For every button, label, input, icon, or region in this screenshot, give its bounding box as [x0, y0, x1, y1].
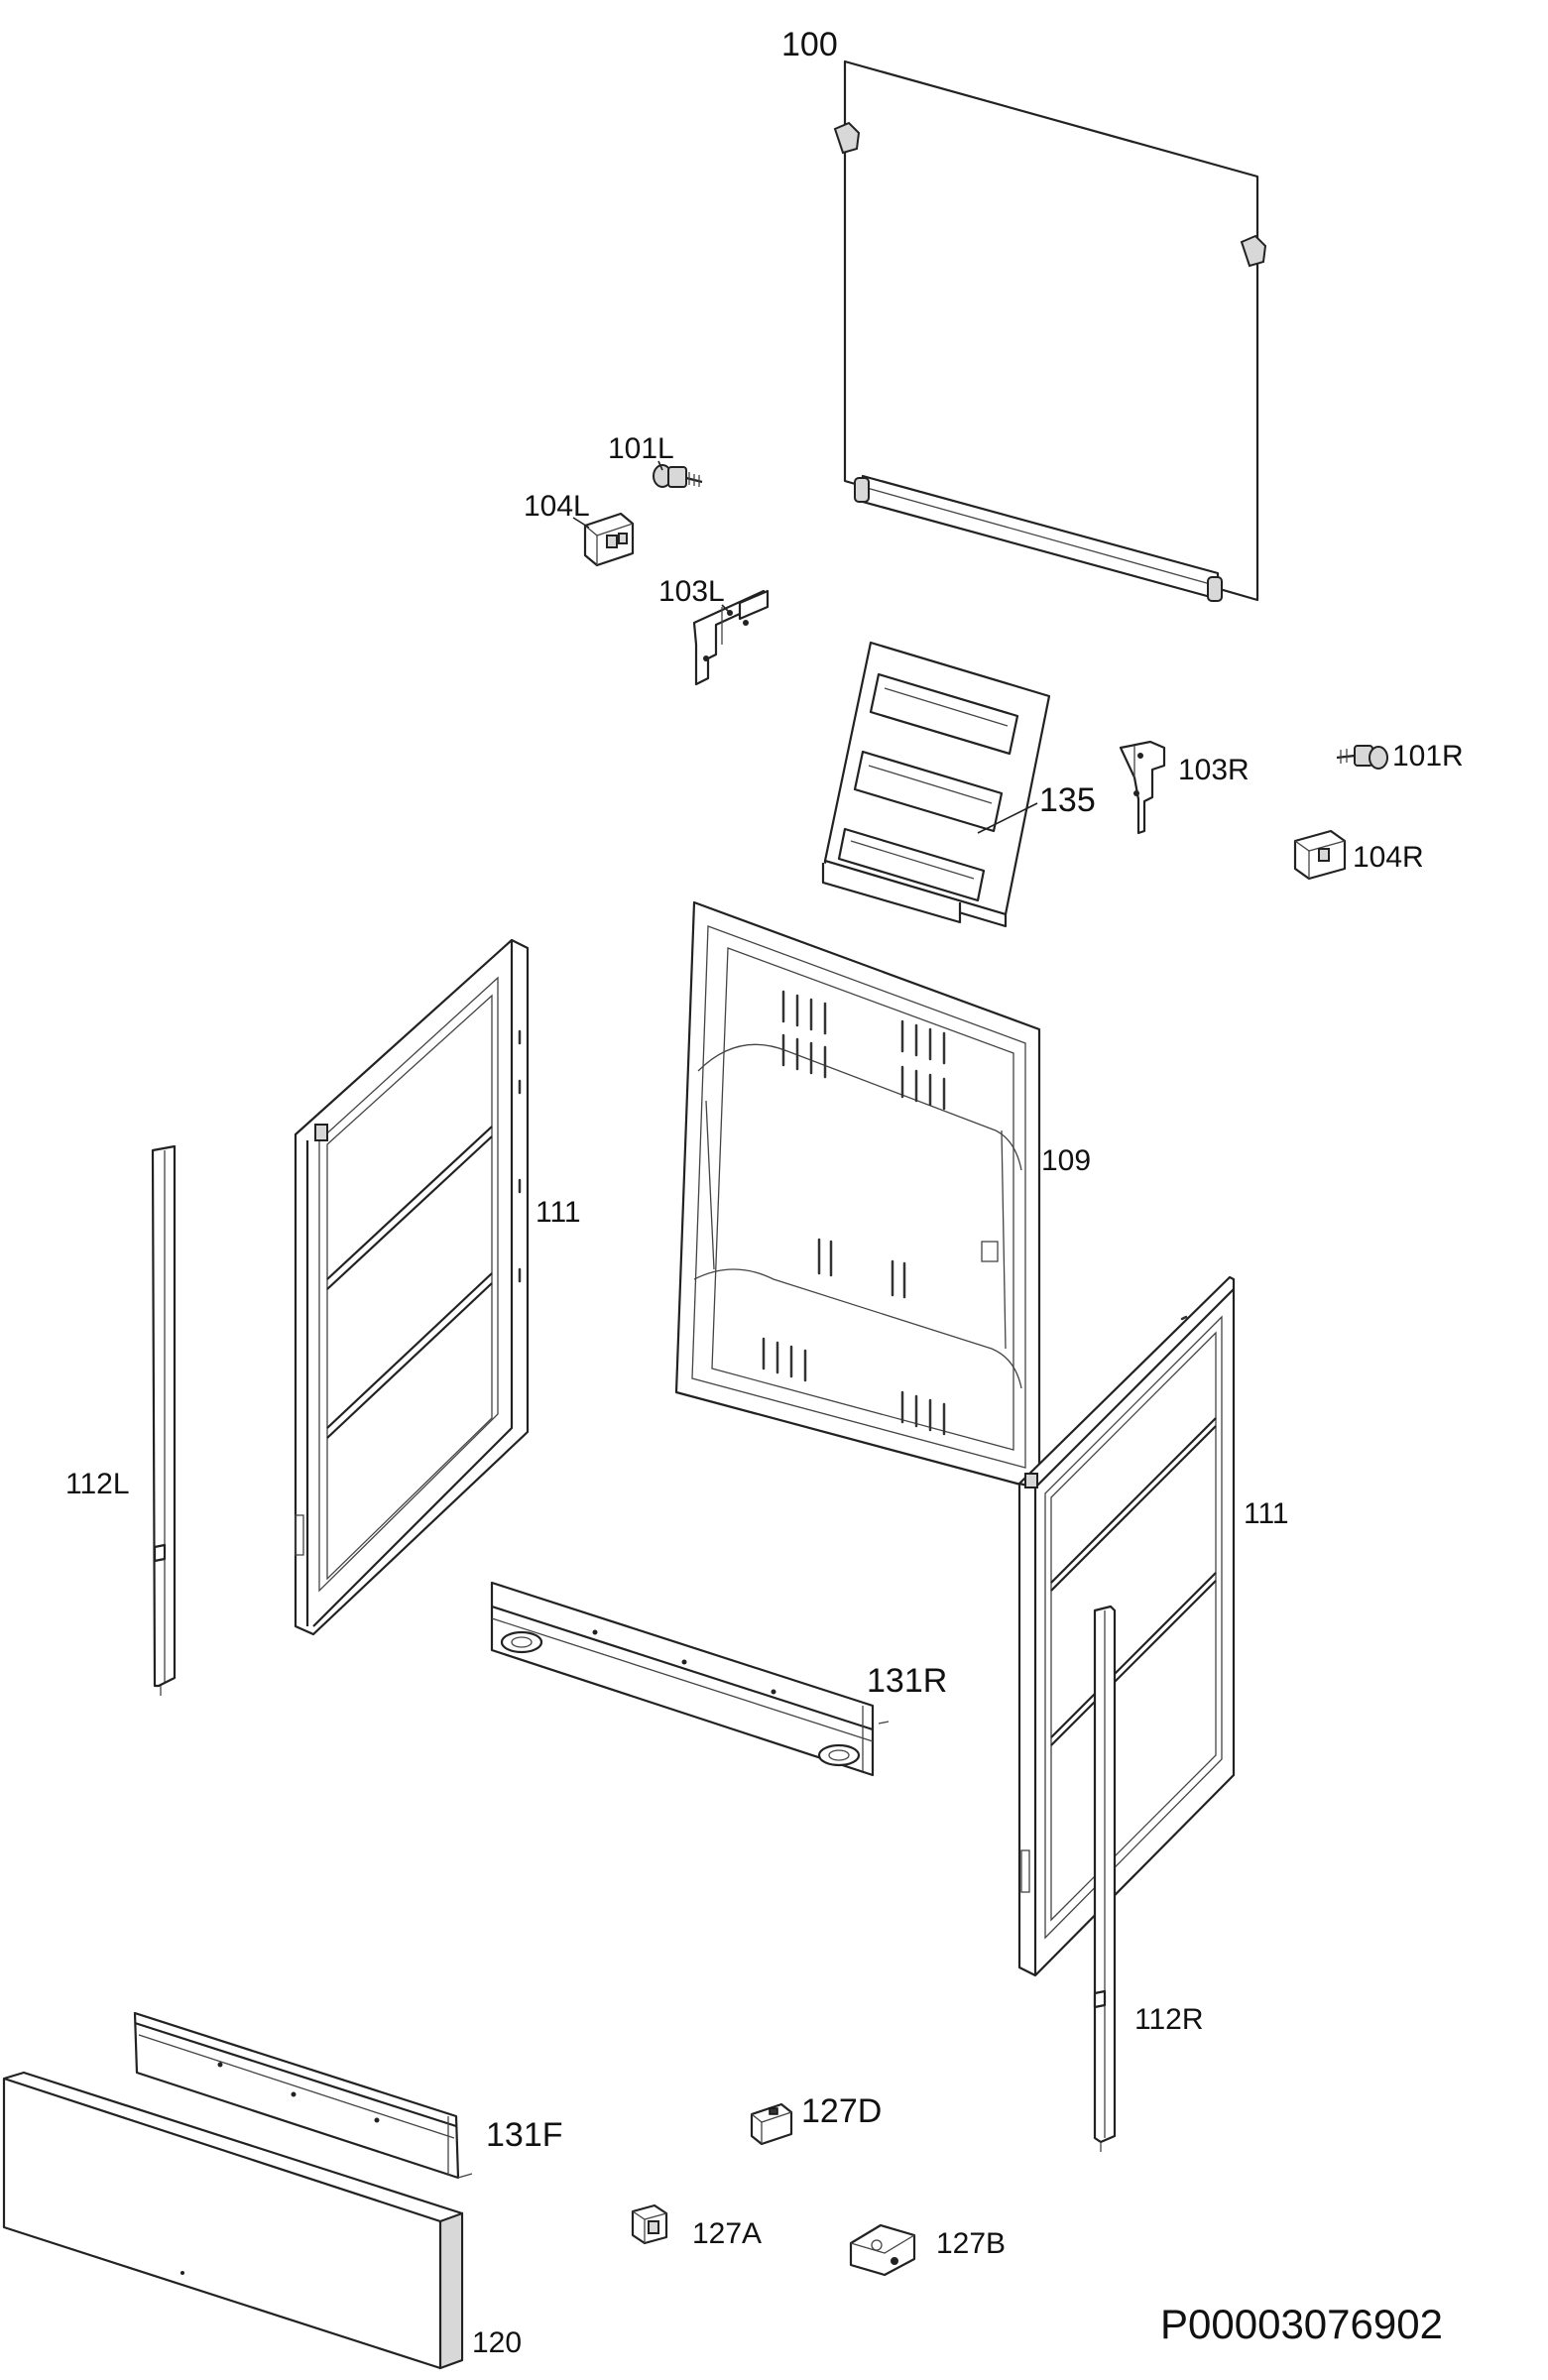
slot-group-top-left — [781, 990, 827, 1079]
label-101R: 101R — [1392, 740, 1464, 773]
part-101L-pin — [653, 464, 703, 488]
vent-opening-2 — [853, 750, 1004, 833]
label-131R: 131R — [867, 1662, 947, 1700]
label-104L: 104L — [524, 490, 590, 523]
part-135-vent-plate — [821, 641, 1051, 928]
label-103R: 103R — [1178, 754, 1250, 786]
label-104R: 104R — [1353, 841, 1424, 874]
label-101L: 101L — [608, 432, 674, 465]
label-127D: 127D — [801, 2092, 882, 2130]
label-100: 100 — [781, 26, 838, 63]
vent-opening-1 — [869, 672, 1019, 756]
label-111-right: 111 — [1244, 1497, 1289, 1530]
label-131F: 131F — [486, 2116, 563, 2154]
part-111-left-side-frame — [294, 938, 530, 1636]
part-103L-bracket — [692, 589, 770, 686]
part-120-kick-plate — [2, 2071, 464, 2370]
part-104R-hinge-block — [1293, 829, 1347, 881]
part-127D-clip — [750, 2102, 793, 2146]
part-112R-strip — [1093, 1605, 1117, 2152]
part-131R-rail — [490, 1581, 890, 1777]
label-103L: 103L — [658, 575, 725, 608]
label-109: 109 — [1041, 1144, 1091, 1177]
label-112R: 112R — [1134, 2003, 1204, 2036]
slot-group-center — [817, 1238, 906, 1299]
part-127B-bracket — [849, 2223, 916, 2277]
part-127A-block — [631, 2203, 668, 2245]
label-135: 135 — [1039, 781, 1096, 819]
label-111-left: 111 — [536, 1196, 581, 1229]
label-127A: 127A — [692, 2217, 762, 2250]
part-131F-rail — [133, 2011, 473, 2180]
part-111-right-side-frame — [1017, 1275, 1236, 1977]
part-103R-bracket — [1119, 740, 1166, 835]
vent-opening-3 — [837, 827, 986, 902]
part-104L-hinge-block — [583, 512, 635, 567]
label-120: 120 — [472, 2326, 522, 2359]
part-100-panel — [833, 60, 1267, 602]
label-112L: 112L — [65, 1468, 130, 1500]
label-127B: 127B — [936, 2227, 1006, 2260]
slot-group-bottom — [762, 1337, 946, 1436]
part-101R-pin — [1336, 745, 1388, 770]
slot-group-top-right — [900, 1019, 946, 1111]
drawing-code: P00003076902 — [1160, 2301, 1443, 2347]
part-109-back-panel — [674, 900, 1041, 1491]
part-112L-strip — [151, 1144, 177, 1696]
